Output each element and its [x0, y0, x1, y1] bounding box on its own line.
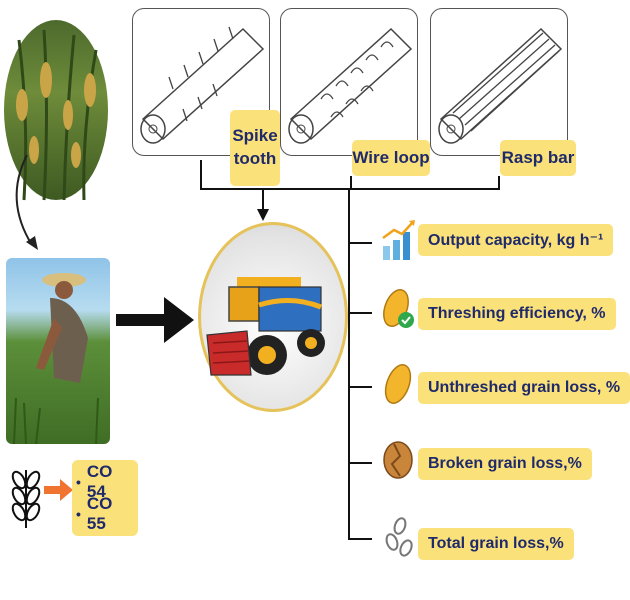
connector-line [348, 462, 372, 464]
parameter-output-capacity: Output capacity, kg h⁻¹ [418, 224, 614, 256]
parameter-total-grain-loss: Total grain loss,% [418, 528, 574, 560]
variety-item: •CO 55 [76, 494, 113, 533]
parameter-broken-grain-loss: Broken grain loss,% [418, 448, 592, 480]
variety-item: •CO 54 [76, 462, 113, 501]
connector-line [262, 188, 264, 212]
connector-line [350, 176, 352, 190]
connector-line [348, 386, 372, 388]
broken-grain-icon [383, 441, 413, 479]
parameter-connector-line [348, 188, 350, 538]
connector-line [348, 242, 372, 244]
arrow-right-icon [116, 297, 194, 343]
varieties-box: •CO 54 •CO 55 [72, 460, 138, 536]
curved-arrow-icon [15, 154, 38, 250]
connector-line [348, 312, 372, 314]
orange-arrow-icon [44, 479, 73, 501]
grain-icon [384, 364, 412, 404]
wire-loop-rotor-drawing [280, 8, 418, 156]
combine-harvester-image [198, 222, 348, 412]
connector-line [348, 538, 372, 540]
rasp-bar-rotor-drawing [430, 8, 568, 156]
wheat-icon [11, 470, 41, 528]
wire-loop-label: Wire loop [352, 140, 430, 176]
farmer-field-photo [6, 258, 110, 445]
connector-line [200, 160, 202, 190]
bar-chart-icon [382, 220, 415, 260]
arrow-down-icon [257, 209, 269, 221]
rasp-bar-label: Rasp bar [500, 140, 576, 176]
grain-check-icon [383, 289, 414, 328]
parameter-unthreshed-grain-loss: Unthreshed grain loss, % [418, 372, 630, 404]
seeds-icon [385, 517, 413, 557]
parameter-threshing-efficiency: Threshing efficiency, % [418, 298, 616, 330]
connector-line [498, 176, 500, 190]
spike-tooth-label: Spike tooth [230, 110, 280, 186]
